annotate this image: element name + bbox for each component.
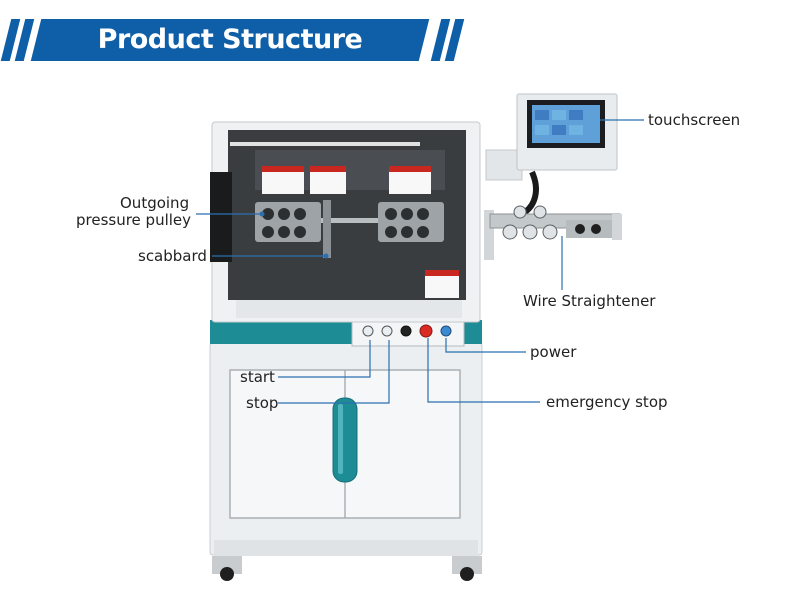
header: Product Structure Diagram — [0, 10, 790, 97]
label-outgoing-line2: pressure pulley — [76, 211, 192, 229]
label-touchscreen: touchscreen — [648, 111, 741, 129]
warning-stickers — [262, 166, 459, 298]
leader-stop — [278, 340, 390, 404]
scabbard-part — [323, 200, 331, 258]
leader-start — [278, 340, 371, 378]
label-emergency-stop: emergency stop — [546, 393, 668, 411]
label-scabbard: scabbard — [138, 247, 207, 265]
label-wire-straightener: Wire Straightener — [523, 292, 656, 310]
label-stop: stop — [246, 394, 279, 412]
wire-straightener-unit — [484, 170, 622, 260]
label-power: power — [530, 343, 577, 361]
blade-shaft — [321, 218, 378, 223]
wheels — [212, 556, 482, 581]
control-band — [210, 317, 482, 347]
label-outgoing-line1: Outgoing — [120, 194, 190, 212]
label-start: start — [240, 368, 275, 386]
outgoing-pulley-block — [255, 202, 321, 242]
lower-cabinet — [209, 342, 483, 556]
touchscreen-unit — [485, 93, 618, 181]
incoming-pulley-block — [378, 202, 444, 242]
leader-endpoints — [259, 211, 329, 259]
leader-power — [445, 338, 526, 353]
leader-lines — [196, 119, 644, 404]
leader-emergency — [427, 338, 540, 403]
page-title: Product Structure Diagram — [97, 24, 363, 97]
